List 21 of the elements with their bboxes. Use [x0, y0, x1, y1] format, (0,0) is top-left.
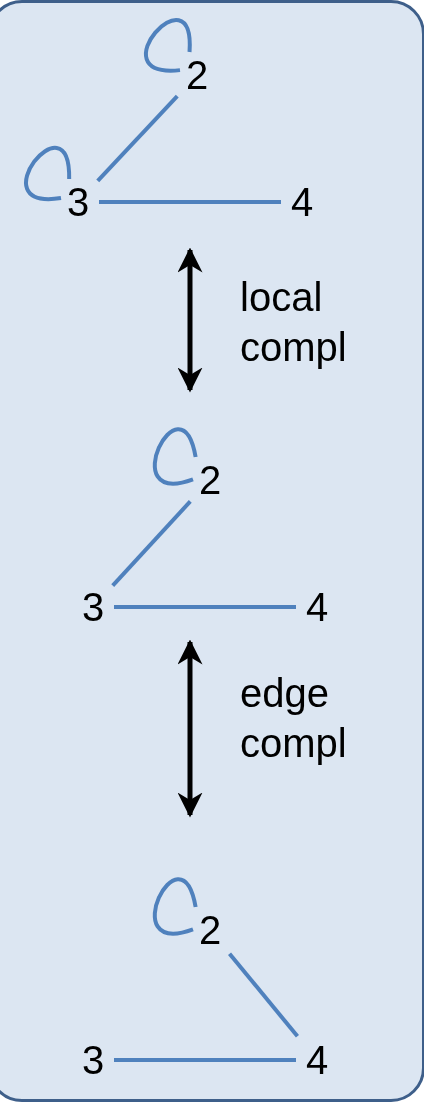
self-loop	[152, 427, 198, 486]
vertex-label: 2	[195, 909, 225, 951]
graph-edge	[96, 94, 179, 183]
graph-edge	[228, 952, 299, 1038]
vertex-label: 4	[302, 586, 332, 628]
graph-edge	[114, 605, 296, 609]
vertex-label: 3	[63, 181, 93, 223]
self-loop	[152, 877, 198, 936]
vertex-label: 3	[78, 1039, 108, 1081]
graph-edge	[114, 1058, 296, 1062]
vertex-label: 4	[287, 181, 317, 223]
vertex-label: 3	[78, 586, 108, 628]
self-loop	[144, 18, 192, 73]
self-loop	[24, 146, 72, 201]
graph-edge	[99, 200, 281, 204]
graph-edge	[111, 500, 192, 587]
vertex-label: 2	[182, 54, 212, 96]
vertex-label: 4	[302, 1039, 332, 1081]
operation-label: local compl	[240, 274, 348, 371]
operation-label: edge compl	[240, 670, 348, 767]
vertex-label: 2	[195, 459, 225, 501]
